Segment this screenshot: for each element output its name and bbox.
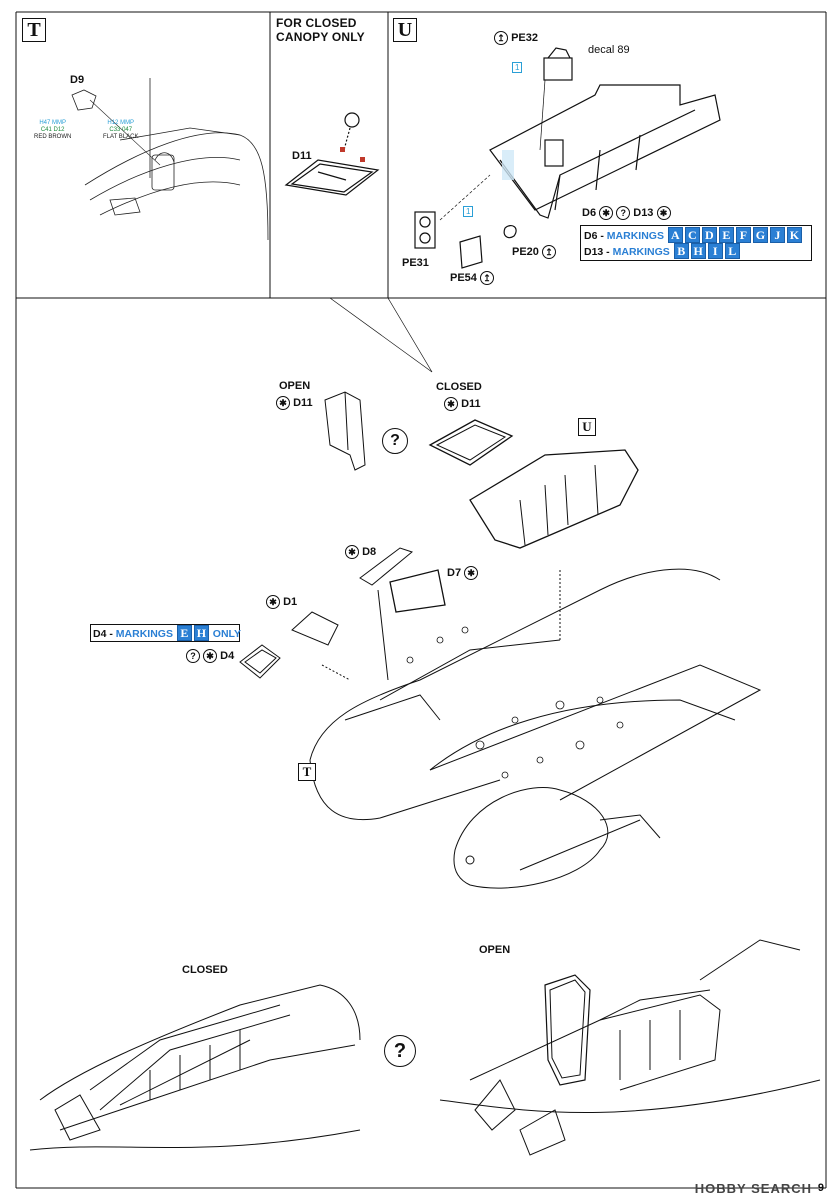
- paint-callout-red-brown: H47 MMP C41 D12 RED BROWN: [34, 120, 71, 141]
- step-t-box: T: [22, 18, 46, 42]
- watermark: HOBBY SEARCH: [694, 1181, 812, 1196]
- step-u-box: U: [393, 18, 417, 42]
- ref-1-bottom: 1: [463, 206, 474, 217]
- decal-89-label: decal 89: [588, 44, 630, 56]
- clear-part-icon: ✱: [276, 396, 290, 410]
- d4-markings-suffix: ONLY: [212, 628, 242, 640]
- d4-label: ? ✱ D4: [186, 649, 234, 663]
- paint-right-line3: FLAT BLACK: [103, 134, 139, 140]
- closed-d11-label: ✱ D11: [444, 397, 481, 411]
- d8-text: D8: [362, 545, 377, 558]
- marking-letter: E: [718, 227, 734, 243]
- marking-letter: E: [176, 625, 192, 641]
- marking-letter: J: [769, 227, 785, 243]
- ref-1-top: 1: [512, 62, 523, 73]
- closed-d11-text: D11: [461, 397, 481, 410]
- part-d9-label: D9: [70, 74, 85, 86]
- open-d11-text: D11: [293, 396, 313, 409]
- markings-row-label: MARKINGS: [612, 246, 670, 258]
- clear-part-icon: ✱: [266, 595, 280, 609]
- d4-markings-label: MARKINGS: [115, 628, 173, 640]
- marking-letter: A: [667, 227, 683, 243]
- optional-icon-bottom: ?: [384, 1035, 416, 1067]
- bottom-open-label: OPEN: [479, 944, 511, 956]
- d1-text: D1: [283, 595, 298, 608]
- paint-right-line2: C33 047: [109, 127, 133, 133]
- part-d11-closed-only: D11: [292, 150, 312, 162]
- paint-callout-flat-black: H12 MMP C33 047 FLAT BLACK: [103, 120, 138, 141]
- d8-label: ✱ D8: [345, 545, 376, 559]
- closed-label-main: CLOSED: [436, 381, 482, 393]
- markings-row-part: D6: [584, 230, 598, 242]
- pe20-text: PE20: [512, 245, 539, 258]
- paint-left-line2: C41 D12: [40, 127, 65, 133]
- pe54-text: PE54: [450, 271, 477, 284]
- open-d11-label: ✱ D11: [276, 396, 313, 410]
- paint-left-line1: H47 MMP: [39, 120, 66, 126]
- marking-letter: H: [193, 625, 209, 641]
- d6-d13-label: D6 ✱ ? D13 ✱: [582, 206, 671, 220]
- pe32-label: ↥ PE32: [494, 31, 538, 45]
- clear-part-icon: ✱: [464, 566, 479, 580]
- clear-part-icon: ✱: [656, 206, 671, 220]
- d4-text: D4: [220, 649, 235, 662]
- marking-letter: G: [752, 227, 768, 243]
- optional-icon: ?: [186, 649, 200, 663]
- d1-label: ✱ D1: [266, 595, 297, 609]
- clear-part-icon: ✱: [599, 206, 614, 220]
- marking-letter: H: [690, 243, 706, 259]
- marking-letter: I: [707, 243, 723, 259]
- u-ref-box: U: [578, 418, 596, 436]
- d13-text: D13: [633, 206, 654, 219]
- optional-icon: ?: [616, 206, 631, 220]
- d6-text: D6: [582, 206, 597, 219]
- clear-part-icon: ✱: [203, 649, 218, 663]
- open-label-main: OPEN: [279, 380, 311, 392]
- bend-icon: ↥: [479, 271, 494, 285]
- marking-letter: C: [684, 227, 700, 243]
- clear-part-icon: ✱: [444, 397, 458, 411]
- marking-letter: F: [735, 227, 751, 243]
- clear-part-icon: ✱: [345, 545, 359, 559]
- page-number: 9: [817, 1182, 824, 1194]
- marking-letter: K: [786, 227, 802, 243]
- d7-text: D7: [447, 566, 462, 579]
- pe32-text: PE32: [511, 31, 538, 44]
- d4-markings-part: D4: [93, 628, 107, 640]
- bend-icon: ↥: [494, 31, 508, 45]
- for-closed-line2: CANOPY ONLY: [276, 30, 365, 44]
- for-closed-line1: FOR CLOSED: [276, 16, 357, 30]
- t-ref-box: T: [298, 763, 316, 781]
- marking-letter: L: [724, 243, 740, 259]
- optional-icon-main: ?: [382, 428, 408, 454]
- marking-letter: D: [701, 227, 717, 243]
- markings-row-label: MARKINGS: [606, 230, 664, 242]
- pe31-label: PE31: [402, 257, 429, 269]
- paint-left-line3: RED BROWN: [34, 134, 72, 140]
- pe20-label: PE20 ↥: [512, 245, 556, 259]
- markings-row-part: D13: [584, 246, 604, 258]
- paint-right-line1: H12 MMP: [107, 120, 135, 126]
- pe54-label: PE54 ↥: [450, 271, 494, 285]
- bottom-closed-label: CLOSED: [182, 964, 228, 976]
- d7-label: D7 ✱: [447, 566, 479, 580]
- marking-letter: B: [673, 243, 689, 259]
- bend-icon: ↥: [541, 245, 556, 259]
